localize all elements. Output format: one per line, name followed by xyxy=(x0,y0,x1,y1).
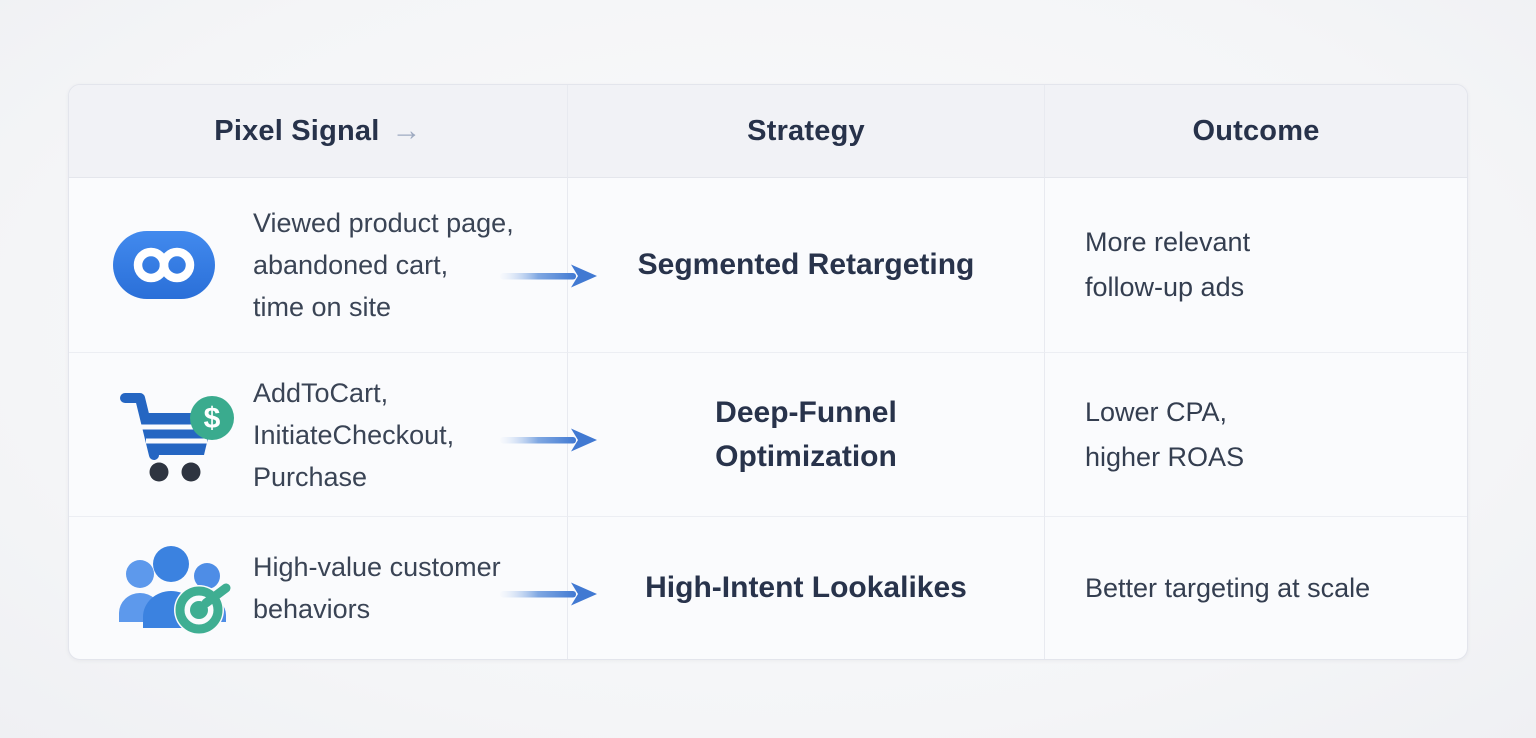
outcome-text: Better targeting at scale xyxy=(1085,572,1371,603)
signal-strategy-table: Pixel Signal → Strategy Outcome xyxy=(68,84,1468,660)
shopping-cart-dollar-icon: $ xyxy=(113,385,239,485)
strategy-cell-row-1: Segmented Retargeting xyxy=(568,178,1045,353)
strategy-text: Deep-Funnel Optimization xyxy=(715,395,897,473)
svg-text:$: $ xyxy=(204,402,221,435)
signal-cell-row-1: Viewed product page, abandoned cart, tim… xyxy=(69,178,568,353)
header-label-outcome: Outcome xyxy=(1192,114,1320,147)
strategy-text: High-Intent Lookalikes xyxy=(645,571,967,604)
strategy-text: Segmented Retargeting xyxy=(637,248,975,281)
outcome-cell-row-2: Lower CPA, higher ROAS xyxy=(1045,353,1467,517)
strategy-cell-row-2: Deep-Funnel Optimization xyxy=(568,353,1045,517)
strategy-cell-row-3: High-Intent Lookalikes xyxy=(568,517,1045,659)
header-label-pixel-signal: Pixel Signal xyxy=(214,114,380,147)
flow-arrow-icon xyxy=(500,428,597,452)
header-cell-pixel-signal: Pixel Signal → xyxy=(69,85,568,178)
signal-text: High-value customer behaviors xyxy=(253,552,501,624)
table-grid: Pixel Signal → Strategy Outcome xyxy=(69,85,1467,659)
outcome-text: Lower CPA, higher ROAS xyxy=(1085,396,1245,472)
header-cell-strategy: Strategy xyxy=(568,85,1045,178)
outcome-cell-row-3: Better targeting at scale xyxy=(1045,517,1467,659)
signal-text: Viewed product page, abandoned cart, tim… xyxy=(253,208,514,322)
header-label-strategy: Strategy xyxy=(747,114,865,147)
outcome-text: More relevant follow-up ads xyxy=(1085,227,1251,302)
flow-arrow-icon xyxy=(500,582,597,606)
signal-text: AddToCart, InitiateCheckout, Purchase xyxy=(253,377,455,492)
audience-target-icon xyxy=(113,538,239,638)
signal-cell-row-2: $ AddToCart, InitiateCheckout, Purchase xyxy=(69,353,568,517)
header-cell-outcome: Outcome xyxy=(1045,85,1467,178)
right-arrow-icon: → xyxy=(391,114,422,147)
signal-cell-row-3: High-value customer behaviors xyxy=(69,517,568,659)
flow-arrow-icon xyxy=(500,264,597,288)
outcome-cell-row-1: More relevant follow-up ads xyxy=(1045,178,1467,353)
meta-infinity-icon xyxy=(113,231,239,299)
